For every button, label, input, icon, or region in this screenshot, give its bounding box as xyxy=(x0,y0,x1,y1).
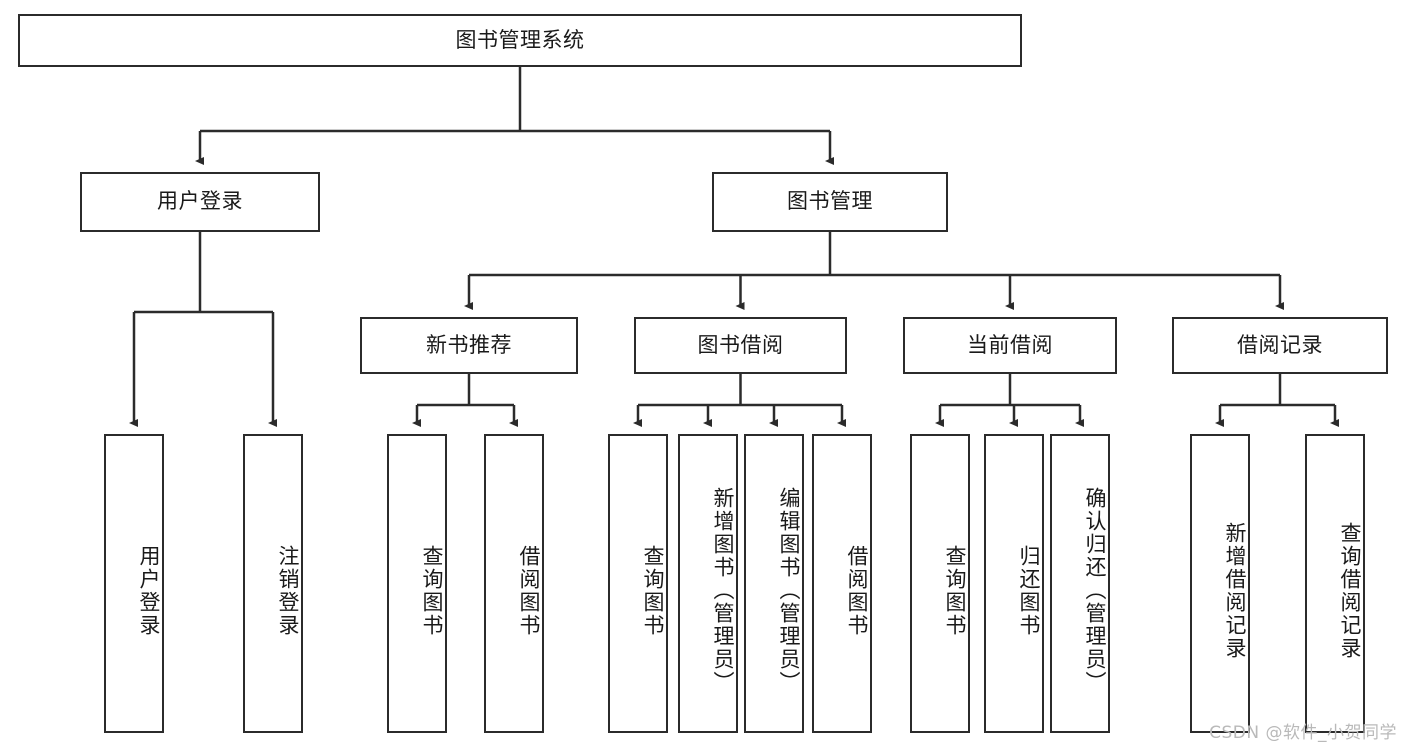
node-leaf-cu-return[interactable]: 归还图书 xyxy=(984,434,1044,733)
node-label: 用户登录 xyxy=(137,544,161,637)
node-label: 确认归还（管理员） xyxy=(1083,487,1107,694)
node-label: 新书推荐 xyxy=(426,332,512,357)
node-leaf-cu-query[interactable]: 查询图书 xyxy=(910,434,970,733)
node-borrow[interactable]: 图书借阅 xyxy=(634,317,847,374)
node-leaf-rec-query[interactable]: 查询借阅记录 xyxy=(1305,434,1365,733)
node-leaf-rec-add[interactable]: 新增借阅记录 xyxy=(1190,434,1250,733)
node-label: 图书管理 xyxy=(787,189,873,214)
node-current[interactable]: 当前借阅 xyxy=(903,317,1117,374)
node-label: 查询图书 xyxy=(420,544,444,637)
node-newbook[interactable]: 新书推荐 xyxy=(360,317,578,374)
node-leaf-bo-borrow[interactable]: 借阅图书 xyxy=(812,434,872,733)
node-root[interactable]: 图书管理系统 xyxy=(18,14,1022,67)
node-bookmgmt[interactable]: 图书管理 xyxy=(712,172,948,232)
node-leaf-bo-add[interactable]: 新增图书（管理员） xyxy=(678,434,738,733)
node-label: 查询图书 xyxy=(641,544,665,637)
node-label: 借阅图书 xyxy=(517,544,541,637)
node-label: 归还图书 xyxy=(1017,544,1041,637)
node-label: 当前借阅 xyxy=(967,332,1053,357)
node-label: 查询图书 xyxy=(943,544,967,637)
node-label: 图书管理系统 xyxy=(455,27,585,52)
node-leaf-nb-borrow[interactable]: 借阅图书 xyxy=(484,434,544,733)
node-records[interactable]: 借阅记录 xyxy=(1172,317,1388,374)
node-label: 新增借阅记录 xyxy=(1223,521,1247,660)
node-login[interactable]: 用户登录 xyxy=(80,172,320,232)
node-label: 查询借阅记录 xyxy=(1338,521,1362,660)
node-leaf-cu-confirm[interactable]: 确认归还（管理员） xyxy=(1050,434,1110,733)
node-label: 借阅图书 xyxy=(845,544,869,637)
node-label: 图书借阅 xyxy=(697,332,784,357)
node-label: 编辑图书（管理员） xyxy=(777,487,801,694)
node-label: 新增图书（管理员） xyxy=(711,487,735,694)
node-leaf-bo-edit[interactable]: 编辑图书（管理员） xyxy=(744,434,804,733)
node-label: 注销登录 xyxy=(276,544,300,637)
node-leaf-nb-query[interactable]: 查询图书 xyxy=(387,434,447,733)
node-label: 用户登录 xyxy=(157,189,243,214)
node-leaf-bo-query[interactable]: 查询图书 xyxy=(608,434,668,733)
node-label: 借阅记录 xyxy=(1237,332,1323,357)
node-leaf-user-logout[interactable]: 注销登录 xyxy=(243,434,303,733)
node-leaf-user-login[interactable]: 用户登录 xyxy=(104,434,164,733)
